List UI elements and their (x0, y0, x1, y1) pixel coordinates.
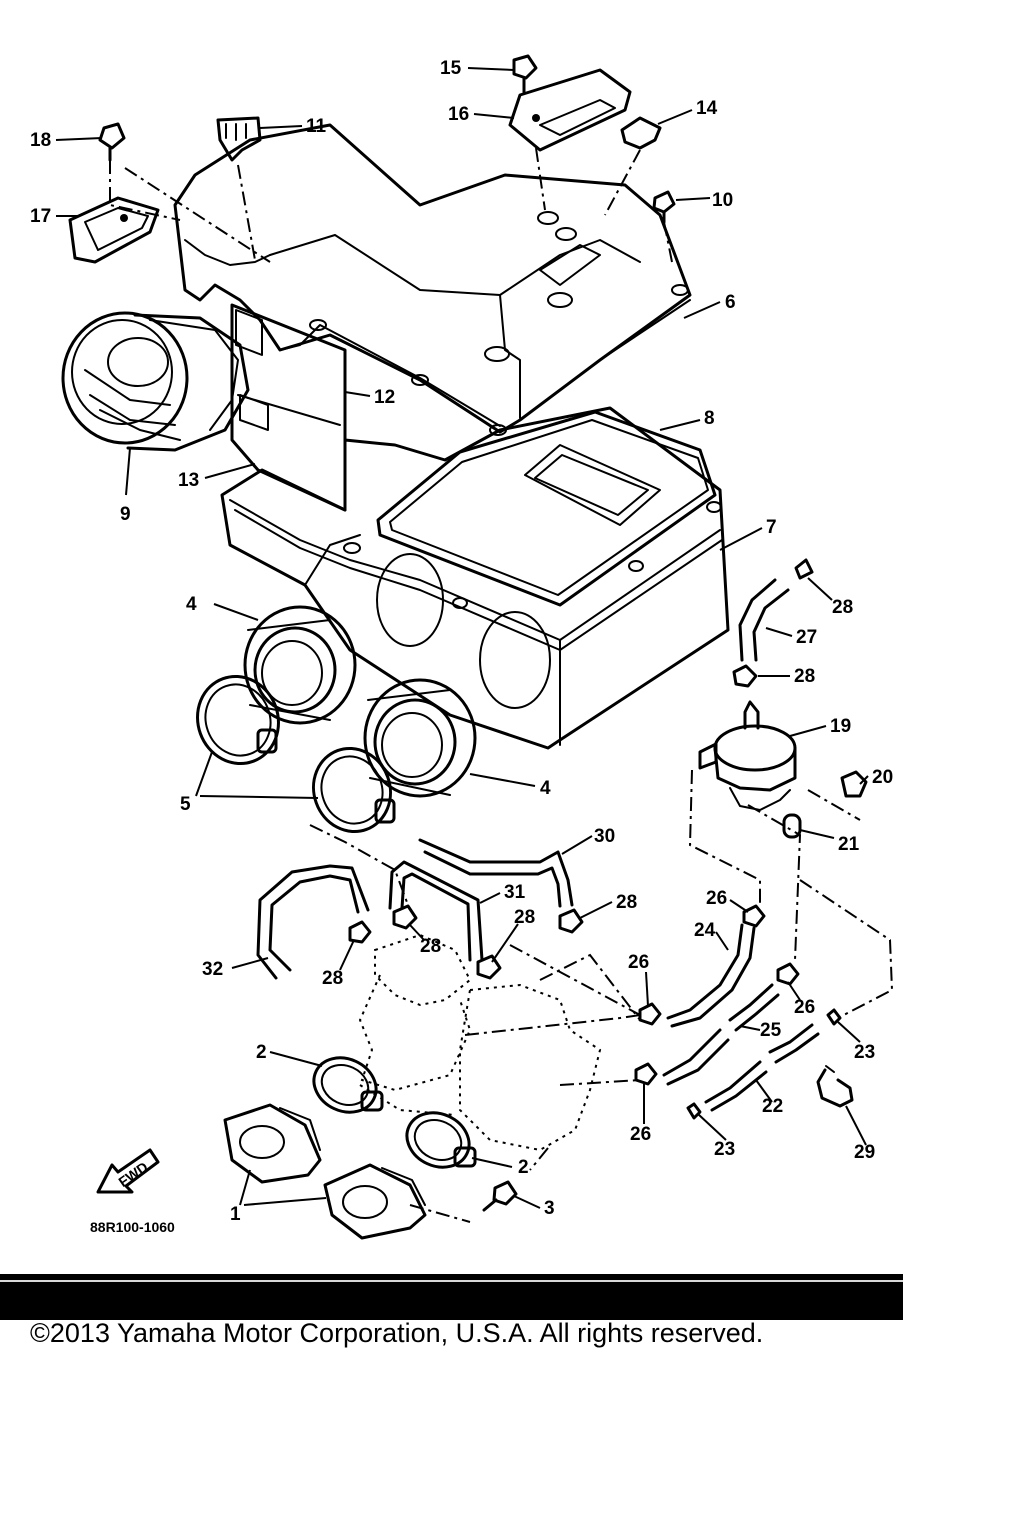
callout-25: 25 (760, 1020, 782, 1041)
callout-28: 28 (794, 666, 815, 687)
part-30-hose (418, 838, 574, 908)
callout-15: 15 (440, 58, 462, 79)
part-28-clamps-hoses (348, 904, 584, 980)
footer-hairline (0, 1280, 903, 1282)
callout-27: 27 (796, 627, 817, 648)
part-20-cap (840, 770, 868, 798)
callout-2: 2 (256, 1042, 267, 1063)
callout-31: 31 (504, 882, 526, 903)
callout-28: 28 (832, 597, 853, 618)
callout-3: 3 (544, 1198, 555, 1219)
drawing-code: 88R100-1060 (90, 1219, 175, 1235)
callout-28: 28 (616, 892, 637, 913)
part-10-screw (652, 190, 676, 224)
part-11-clip (216, 116, 262, 162)
part-5-clamp-front (312, 746, 396, 834)
footer-bar (0, 1274, 903, 1320)
part-8-filter-cover (376, 410, 717, 607)
part-5-clamp-rear (196, 674, 280, 766)
part-28-clamp-top (794, 558, 814, 580)
callout-4: 4 (540, 778, 551, 799)
callout-4: 4 (186, 594, 197, 615)
callout-17: 17 (30, 206, 51, 227)
callout-23: 23 (714, 1139, 735, 1160)
part-16-bracket (508, 68, 632, 152)
callout-9: 9 (120, 504, 131, 525)
part-24-hose (666, 923, 756, 1028)
callout-2: 2 (518, 1157, 529, 1178)
callout-18: 18 (30, 130, 51, 151)
callout-28: 28 (514, 907, 535, 928)
copyright-notice: ©2013 Yamaha Motor Corporation, U.S.A. A… (30, 1318, 764, 1348)
callout-29: 29 (854, 1142, 875, 1163)
callout-13: 13 (178, 470, 199, 491)
part-4-joint-front (363, 678, 477, 798)
part-25-hose (662, 983, 780, 1086)
part-27-hose (738, 578, 790, 662)
callout-numbers: 1 2 2 3 4 4 5 6 7 8 9 10 11 12 13 14 15 … (30, 58, 893, 1225)
part-19-valve (698, 700, 797, 811)
leader-lines (55, 67, 869, 1209)
part-7-case (220, 406, 730, 750)
part-3-screw (482, 1180, 518, 1212)
part-15-bolt (512, 54, 538, 94)
callout-11: 11 (306, 116, 327, 137)
part-1-manifold-upper (223, 1103, 322, 1184)
callout-28: 28 (420, 936, 441, 957)
part-32-hose (256, 864, 370, 980)
part-14-clip (620, 116, 662, 150)
callout-32: 32 (202, 959, 223, 980)
part-26-clamps (634, 904, 800, 1086)
callout-26: 26 (628, 952, 649, 973)
part-31-hose (388, 860, 484, 962)
callout-21: 21 (838, 834, 860, 855)
part-17-bracket (68, 196, 160, 264)
part-1-manifold-lower (323, 1163, 427, 1240)
callout-16: 16 (448, 104, 469, 125)
callout-6: 6 (725, 292, 736, 313)
callout-23: 23 (854, 1042, 875, 1063)
callout-26: 26 (630, 1124, 651, 1145)
part-4-joint-rear (243, 605, 357, 725)
callout-22: 22 (762, 1096, 783, 1117)
callout-14: 14 (696, 98, 718, 119)
callout-7: 7 (766, 517, 777, 538)
callout-26: 26 (794, 997, 815, 1018)
callout-20: 20 (872, 767, 893, 788)
front-direction-arrow: FWD (96, 1148, 160, 1194)
part-2-clamp-upper (312, 1056, 384, 1114)
part-6-case-cover (173, 123, 692, 436)
assembly-lines (109, 147, 894, 1223)
part-9-intake-funnel (61, 311, 250, 452)
callout-26: 26 (706, 888, 727, 909)
callout-5: 5 (180, 794, 191, 815)
callout-28: 28 (322, 968, 343, 989)
part-28-clamp-mid (732, 664, 758, 688)
callout-1: 1 (230, 1204, 241, 1225)
callout-12: 12 (374, 387, 395, 408)
part-2-clamp-lower (405, 1111, 477, 1169)
callout-30: 30 (594, 826, 615, 847)
callout-24: 24 (694, 920, 716, 941)
part-29-clamp (816, 1065, 854, 1108)
part-18-bolt (98, 122, 126, 162)
part-21-plug (782, 813, 802, 839)
callout-8: 8 (704, 408, 715, 429)
callout-19: 19 (830, 716, 851, 737)
callout-10: 10 (712, 190, 733, 211)
carburetor-outline (358, 933, 602, 1152)
